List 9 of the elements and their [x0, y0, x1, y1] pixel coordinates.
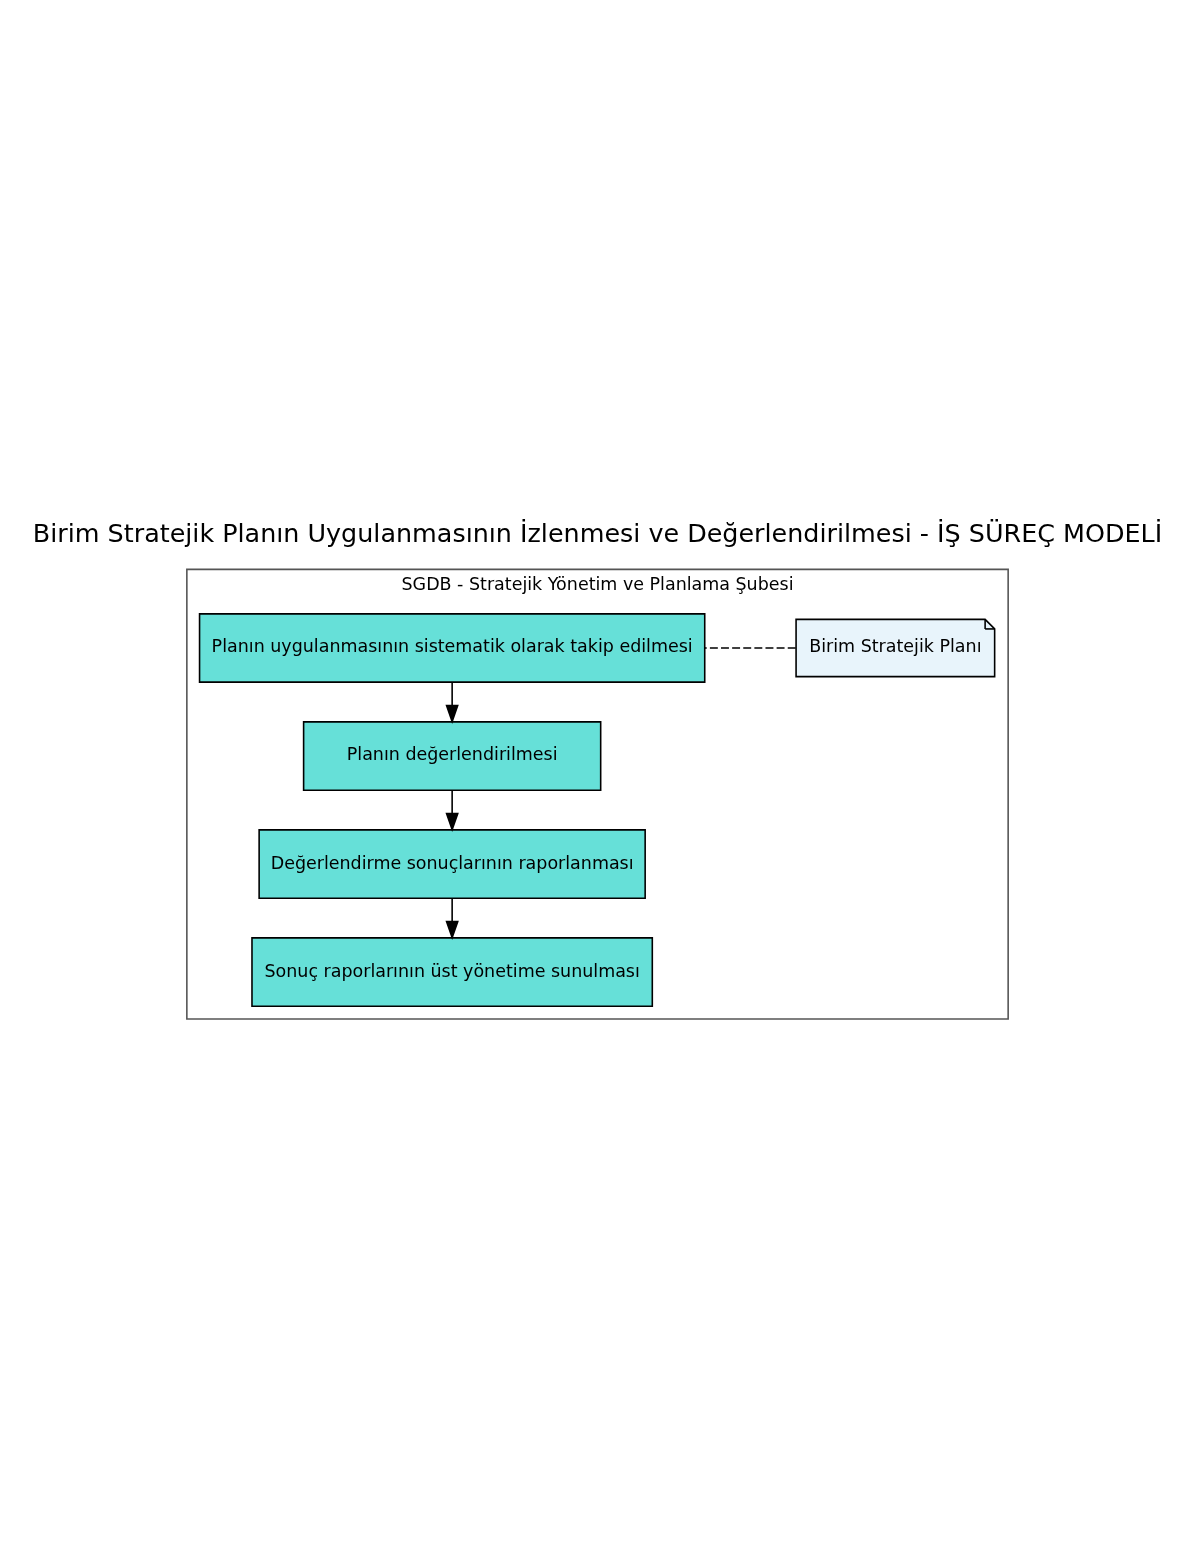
node-box: Değerlendirme sonuçlarının raporlanması: [258, 829, 646, 899]
node-box: Planın uygulanmasının sistematik olarak takip edilmesi: [198, 613, 706, 683]
diagram-title: Birim Stratejik Planın Uygulanmasının İzlenmesi ve Değerlendirilmesi - İŞ SÜREÇ MODELİ: [32, 518, 1163, 549]
connector: [704, 647, 797, 649]
node-box: Planın değerlendirilmesi: [302, 721, 602, 791]
arrow: [445, 897, 459, 940]
node-box: Sonuç raporlarının üst yönetime sunulması: [251, 937, 654, 1008]
arrow: [445, 789, 459, 832]
arrow: [445, 681, 459, 724]
